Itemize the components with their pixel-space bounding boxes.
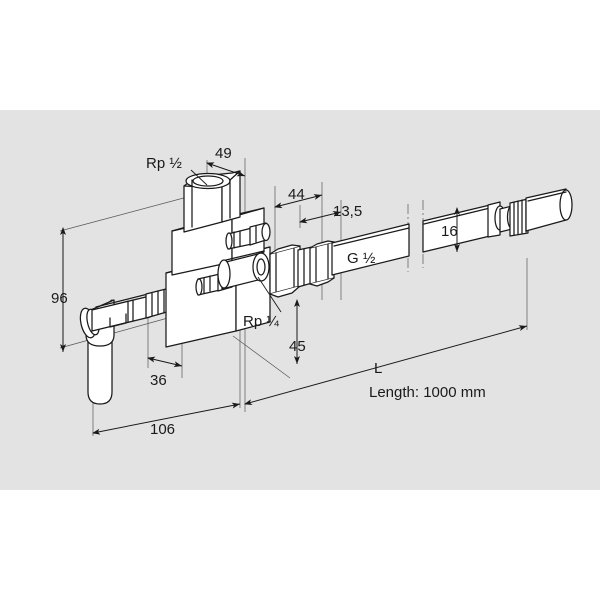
label-thread-side: Rp ¼ xyxy=(243,313,279,330)
label-length-note: Length: 1000 mm xyxy=(369,384,486,401)
union-coupling xyxy=(269,240,335,298)
dimension-text-group: Rp ½ 49 44 13,5 G ½ 16 96 Rp ¼ 45 36 106… xyxy=(51,145,486,438)
hose-end-coupling xyxy=(487,188,573,238)
label-thread-top: Rp ½ xyxy=(146,155,182,172)
hose-left-segment xyxy=(331,223,410,276)
label-dim-44: 44 xyxy=(288,186,305,203)
leader-lines xyxy=(190,169,282,313)
label-thread-outlet: G ½ xyxy=(347,250,376,267)
valve-assembly-geometry xyxy=(79,170,573,405)
upper-side-port xyxy=(225,222,271,250)
outlet-stub xyxy=(217,250,270,290)
label-dim-49: 49 xyxy=(215,145,232,162)
label-dim-16: 16 xyxy=(441,223,458,240)
valve-body xyxy=(165,207,271,348)
dimension-lines xyxy=(60,162,528,435)
label-dim-13-5: 13,5 xyxy=(333,203,362,220)
label-dim-106: 106 xyxy=(150,421,175,438)
label-dim-36: 36 xyxy=(150,372,167,389)
label-dim-L: L xyxy=(374,360,382,377)
label-dim-96: 96 xyxy=(51,290,68,307)
label-dim-45: 45 xyxy=(289,338,306,355)
top-riser-socket xyxy=(183,170,241,233)
